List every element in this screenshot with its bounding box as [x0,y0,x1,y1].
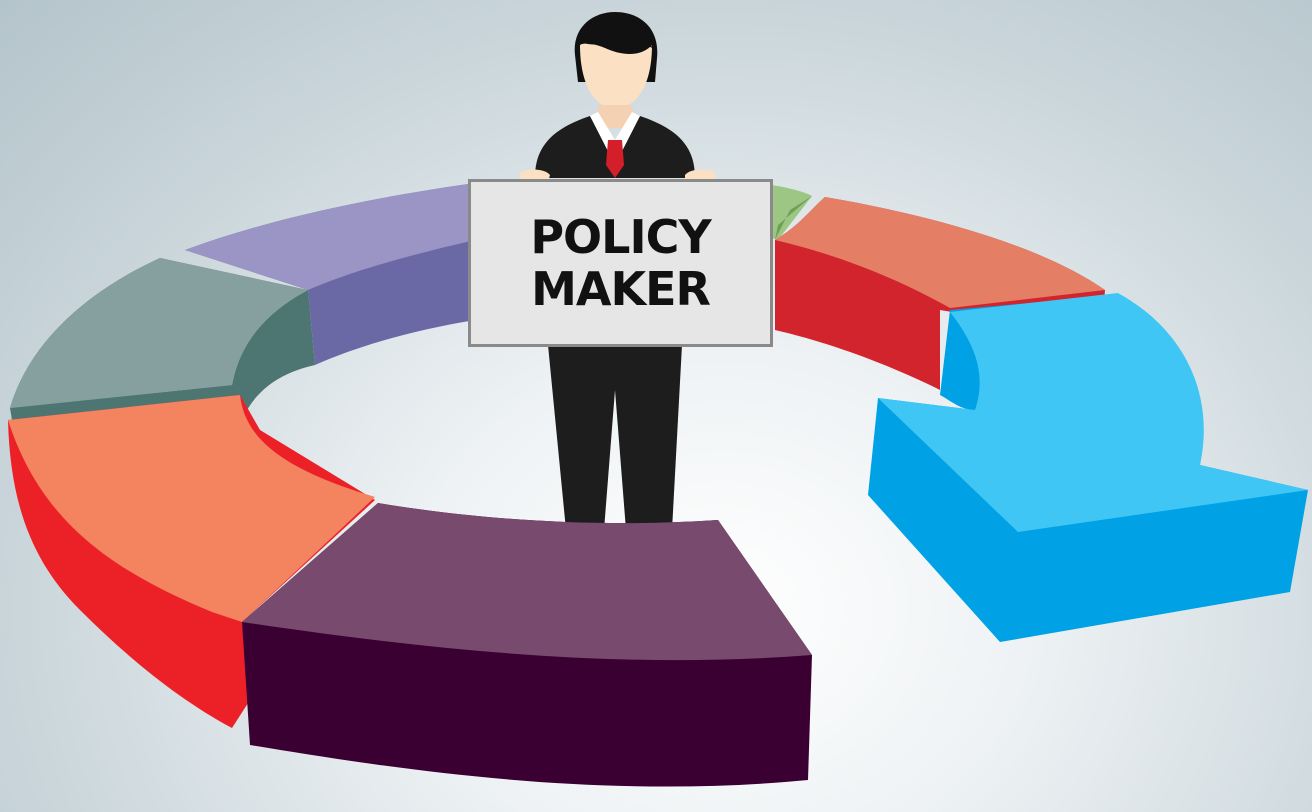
ring-segment-violet [185,183,475,365]
cycle-ring-diagram-icon [10,183,1105,440]
businessman-icon [520,12,715,530]
ring-segment-gray-green [10,258,315,440]
sign-line-1: POLICY [530,210,711,264]
ring-segment-salmon [775,197,1105,390]
curved-arrow-icon [868,293,1308,642]
sign-line-2: MAKER [531,262,711,316]
ring-segment-plum [242,503,812,787]
ring-segment-orange [8,395,375,728]
policy-maker-sign: POLICY MAKER [468,179,773,347]
cycle-ring-front [8,293,1308,787]
ring-segment-green [772,185,812,240]
